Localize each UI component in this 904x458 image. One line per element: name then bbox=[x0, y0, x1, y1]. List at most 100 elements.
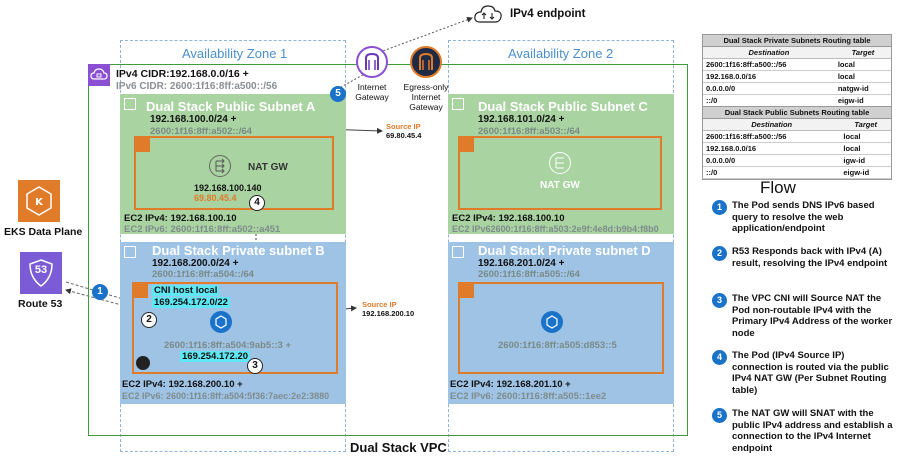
pod-icon bbox=[210, 311, 232, 333]
rt-header: Target bbox=[834, 47, 891, 59]
nat-c-label: NAT GW bbox=[540, 180, 580, 191]
svg-text:K: K bbox=[35, 197, 44, 208]
chip-icon bbox=[134, 284, 148, 298]
rt-cell: 192.168.0.0/16 bbox=[703, 142, 841, 155]
subnet-a-cidr4: 192.168.100.0/24 + bbox=[150, 114, 237, 125]
subnet-d-cidr6: 2600:1f16:8ff:a505::/64 bbox=[478, 269, 580, 280]
flow-step-1-text: The Pod sends DNS IPv6 based query to re… bbox=[732, 200, 875, 234]
rt-cell: eigw-id bbox=[834, 94, 891, 107]
public-source-ip: 69.80.45.4 bbox=[386, 131, 422, 140]
rt-cell: eigw-id bbox=[840, 166, 891, 179]
ec2-instance-d bbox=[458, 282, 664, 374]
subnet-a-ec2v4: EC2 IPv4: 192.168.100.10 bbox=[124, 213, 237, 224]
nat-a-public-ip: 69.80.45.4 bbox=[194, 193, 237, 203]
rt-cell: ::/0 bbox=[703, 94, 835, 107]
rt-header: Destination bbox=[703, 119, 841, 131]
pod-b-ipv6: 2600:1f16:8ff:a504:9ab5::3 + bbox=[164, 340, 291, 351]
subnet-b-cidr6: 2600:1f16:8ff:a504::/64 bbox=[152, 269, 254, 280]
rt-cell: 2600:1f16:8ff:a500::/56 bbox=[703, 130, 841, 143]
rt-cell: local bbox=[834, 58, 891, 71]
rt-cell: igw-id bbox=[840, 154, 891, 167]
vpc-box bbox=[88, 64, 688, 436]
chip-icon bbox=[136, 138, 150, 152]
egress-gateway-icon bbox=[410, 46, 442, 78]
vpc-cidr4: IPv4 CIDR:192.168.0.0/16 + bbox=[116, 68, 249, 80]
step-3-badge: 3 bbox=[247, 358, 263, 374]
vpc-cidr6: IPv6 CIDR: 2600:1f16:8ff:a500::/56 bbox=[116, 81, 278, 92]
flow-step-3-text: The VPC CNI will Source NAT the Pod non-… bbox=[732, 293, 893, 339]
rt-cell: local bbox=[840, 130, 891, 143]
subnet-d-cidr4: 192.168.201.0/24 + bbox=[478, 258, 565, 269]
step-2-badge: 2 bbox=[141, 312, 157, 328]
route53-label: Route 53 bbox=[18, 298, 63, 310]
step-1-badge: 1 bbox=[92, 284, 108, 300]
eks-label: EKS Data Plane bbox=[4, 226, 83, 238]
subnet-a bbox=[120, 94, 346, 234]
nat-gateway-icon bbox=[549, 152, 571, 174]
lock-icon bbox=[452, 246, 464, 258]
subnet-a-ec2v6: EC2 IPv6: 2600:1f16:8ff:a502::a451 bbox=[124, 224, 281, 235]
lock-icon bbox=[452, 98, 464, 110]
pod-b-ipv4: 169.254.172.20 bbox=[180, 351, 251, 362]
public-source-label: Source IP bbox=[386, 122, 421, 131]
rt-cell: 0.0.0.0/0 bbox=[703, 82, 835, 95]
subnet-b-title: Dual Stack Private subnet B bbox=[152, 243, 325, 258]
rt-header: Target bbox=[840, 119, 891, 131]
flow-step-3-icon: 3 bbox=[712, 293, 727, 308]
pod-d-ipv6: 2600:1f16:8ff:a505:d853::5 bbox=[498, 340, 617, 351]
rt-cell: 192.168.0.0/16 bbox=[703, 70, 835, 83]
ec2-instance-b bbox=[132, 282, 338, 374]
route53-icon bbox=[20, 252, 62, 294]
rt-header: Destination bbox=[703, 47, 835, 59]
flow-title: Flow bbox=[760, 178, 796, 197]
subnet-d-ec2v4: EC2 IPv4: 192.168.201.10 + bbox=[450, 379, 571, 390]
private-routing-table: Dual Stack Private Subnets Routing table… bbox=[702, 34, 892, 108]
subnet-b-cidr4: 192.168.200.0/24 + bbox=[152, 258, 239, 269]
subnet-c-ec2v6: EC2 IPv62600:1f16:8ff:a503:2e9f:4e8d:b9b… bbox=[452, 224, 659, 234]
flow-step-1-icon: 1 bbox=[712, 200, 727, 215]
igw-label: Internet Gateway bbox=[355, 82, 389, 102]
nat-a-ip: 192.168.100.140 bbox=[194, 183, 262, 193]
rt-cell: natgw-id bbox=[834, 82, 891, 95]
az2-title: Availability Zone 2 bbox=[508, 46, 614, 61]
flow-step-2-icon: 2 bbox=[712, 246, 727, 261]
az1-title: Availability Zone 1 bbox=[182, 46, 288, 61]
vpc-icon bbox=[88, 64, 110, 86]
subnet-b-ec2v4: EC2 IPv4: 192.168.200.10 + bbox=[122, 379, 243, 390]
public-rt-title: Dual Stack Public Subnets Routing table bbox=[703, 107, 891, 119]
flow-step-2-text: R53 Responds back with IPv4 (A) result, … bbox=[732, 246, 888, 269]
public-routing-table: Dual Stack Public Subnets Routing table … bbox=[702, 106, 892, 180]
rt-cell: 2600:1f16:8ff:a500::/56 bbox=[703, 58, 835, 71]
igw-to-endpoint-line bbox=[371, 16, 473, 56]
rt-cell: local bbox=[834, 70, 891, 83]
subnet-d-ec2v6: EC2 IPv6: 2600:1f16:8ff:a505::1ee2 bbox=[450, 391, 607, 402]
flow-step-5-text: The NAT GW will SNAT with the public IPv… bbox=[732, 408, 893, 454]
chip-icon bbox=[460, 138, 474, 152]
step-4-badge: 4 bbox=[249, 195, 265, 211]
ec2-instance-c bbox=[458, 136, 662, 210]
pod-icon bbox=[541, 311, 563, 333]
rt-cell: 0.0.0.0/0 bbox=[703, 154, 841, 167]
cloud-icon bbox=[472, 3, 504, 25]
lock-icon bbox=[124, 246, 136, 258]
cni-icon bbox=[136, 356, 150, 370]
subnet-c-title: Dual Stack Public Subnet C bbox=[478, 99, 648, 114]
internet-gateway-icon bbox=[356, 46, 388, 78]
eigw-label: Egress-only Internet Gateway bbox=[403, 82, 449, 112]
eks-icon: K bbox=[18, 180, 60, 222]
vpc-footer: Dual Stack VPC bbox=[350, 440, 447, 455]
chip-icon bbox=[460, 284, 474, 298]
rt-cell: ::/0 bbox=[703, 166, 841, 179]
subnet-c-ec2v4: EC2 IPv4: 192.168.100.10 bbox=[452, 213, 565, 224]
flow-step-4-icon: 4 bbox=[712, 350, 727, 365]
rt-cell: local bbox=[840, 142, 891, 155]
cni-range: 169.254.172.0/22 bbox=[152, 297, 230, 308]
private-rt-title: Dual Stack Private Subnets Routing table bbox=[703, 35, 891, 47]
lock-icon bbox=[124, 98, 136, 110]
step-5-badge: 5 bbox=[330, 86, 346, 102]
